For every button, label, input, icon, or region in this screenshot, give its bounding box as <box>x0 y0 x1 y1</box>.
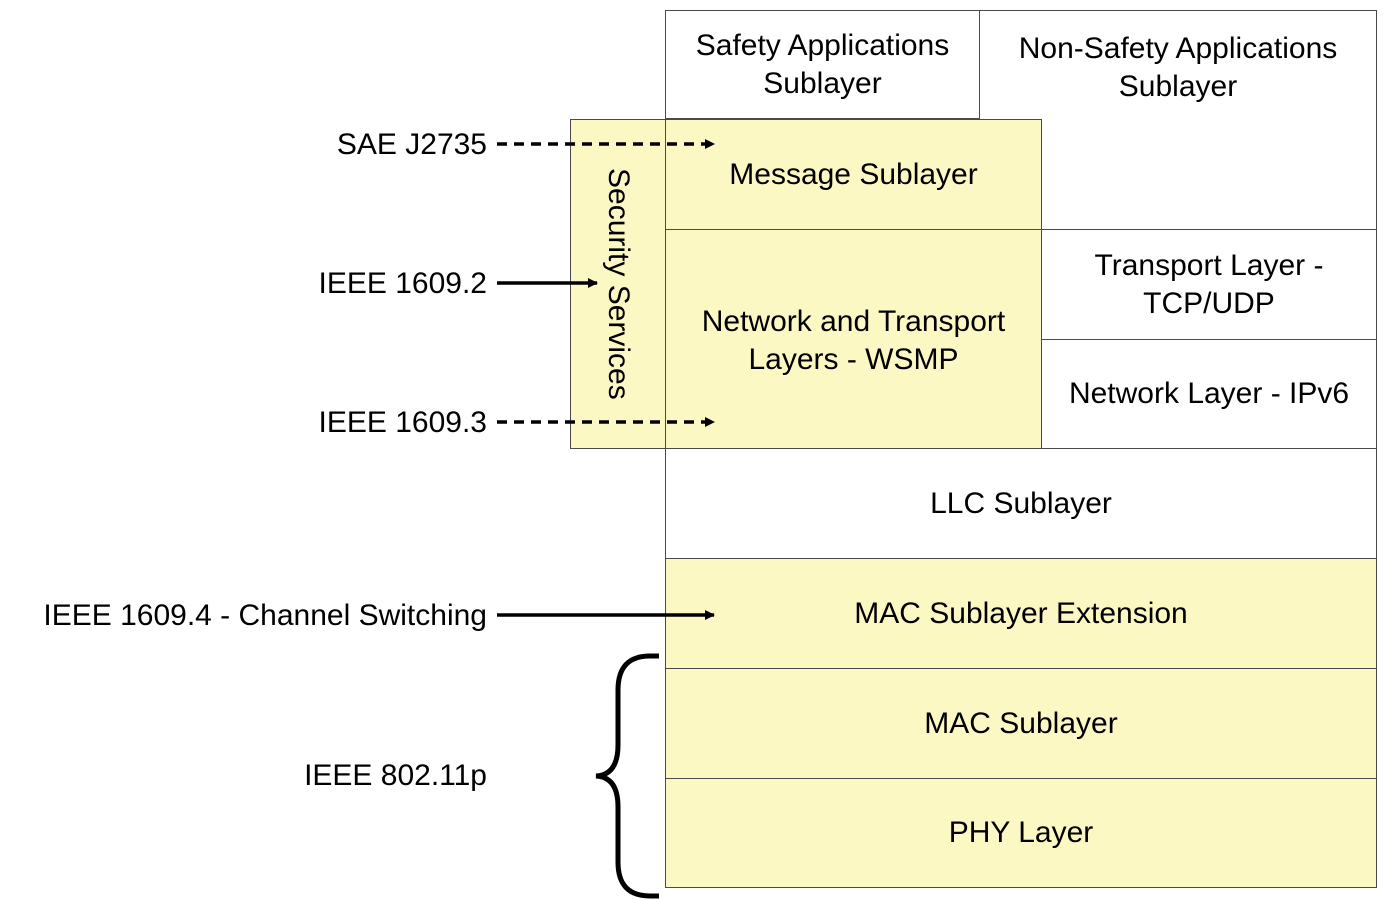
message-sublayer: Message Sublayer <box>665 119 1042 230</box>
phy-layer: PHY Layer <box>665 778 1377 888</box>
safety-applications-sublayer: Safety Applications Sublayer <box>665 10 980 119</box>
label-ieee-802-11p: IEEE 802.11p <box>304 759 487 792</box>
transport-layer-tcp-udp: Transport Layer - TCP/UDP <box>1041 229 1377 340</box>
security-services: Security Services <box>570 119 666 449</box>
label-sae-j2735: SAE J2735 <box>336 128 487 161</box>
network-layer-ipv6: Network Layer - IPv6 <box>1041 339 1377 449</box>
label-ieee-1609-2: IEEE 1609.2 <box>318 267 487 300</box>
llc-sublayer: LLC Sublayer <box>665 448 1377 559</box>
label-ieee-1609-3: IEEE 1609.3 <box>318 406 487 439</box>
mac-sublayer-extension: MAC Sublayer Extension <box>665 558 1377 669</box>
label-ieee-1609-4: IEEE 1609.4 - Channel Switching <box>43 599 487 632</box>
security-services-label: Security Services <box>602 168 635 400</box>
mac-sublayer: MAC Sublayer <box>665 668 1377 779</box>
network-transport-wsmp: Network and Transport Layers - WSMP <box>665 229 1042 449</box>
non-safety-applications-sublayer: Non-Safety Applications Sublayer <box>979 10 1377 230</box>
curly-brace-icon <box>595 653 659 899</box>
